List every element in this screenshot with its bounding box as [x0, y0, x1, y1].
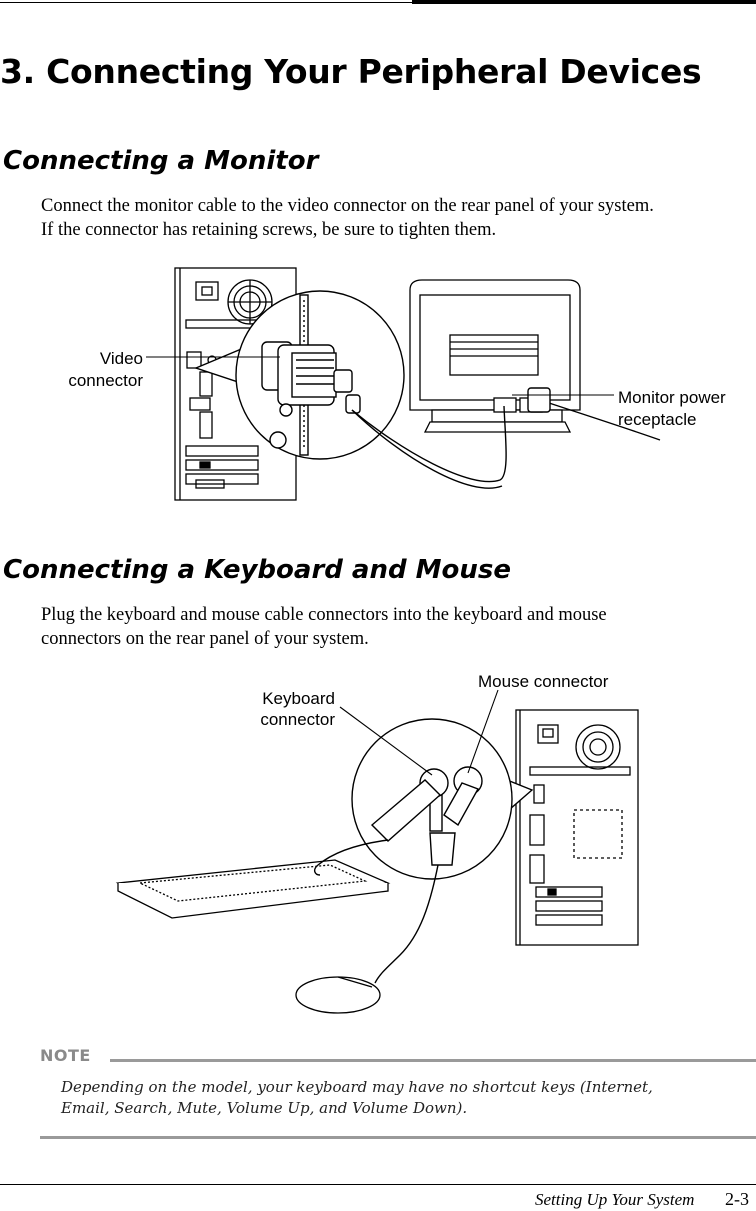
section-heading-keyboard-mouse: Connecting a Keyboard and Mouse — [3, 555, 512, 585]
footer-page-number: 2-3 — [725, 1189, 749, 1209]
note-text: Depending on the model, your keyboard ma… — [61, 1077, 653, 1119]
keyboard-illustration — [115, 859, 391, 919]
footer-rule — [0, 1184, 756, 1185]
ps2-magnified-callout — [351, 718, 534, 880]
keyboard-connector-label-line-2: connector — [260, 710, 335, 729]
label-leaders — [146, 356, 614, 396]
monitor-instructions: Connect the monitor cable to the video c… — [41, 194, 746, 242]
mouse-connector-label: Mouse connector — [478, 672, 609, 691]
keyboard-mouse-connection-figure: Mouse connector Keyboard connector — [115, 672, 639, 1014]
note-rule — [110, 1059, 756, 1062]
monitor-instructions-line-2: If the connector has retaining screws, b… — [41, 220, 497, 240]
label-leaders-2 — [339, 689, 499, 776]
system-unit-rear-illustration-2 — [515, 709, 639, 946]
top-rule-thin — [0, 2, 412, 3]
section-heading-monitor: Connecting a Monitor — [3, 146, 319, 176]
connector-magnified-callout — [194, 290, 405, 460]
monitor-instructions-line-1: Connect the monitor cable to the video c… — [41, 196, 654, 216]
keyboard-instructions: Plug the keyboard and mouse cable connec… — [41, 603, 746, 651]
monitor-cables — [351, 387, 661, 489]
note-text-line-1: Depending on the model, your keyboard ma… — [61, 1078, 653, 1096]
keyboard-mouse-cables — [313, 839, 439, 984]
top-rule-thick — [412, 0, 756, 4]
note-bottom-rule — [40, 1136, 756, 1139]
monitor-connection-figure: Video connector Monitor power receptacle — [68, 267, 726, 501]
video-connector-label-line-1: Video — [100, 349, 143, 368]
keyboard-instructions-line-1: Plug the keyboard and mouse cable connec… — [41, 605, 607, 625]
footer-section-title: Setting Up Your System — [535, 1190, 695, 1209]
note-label: NOTE — [40, 1046, 91, 1065]
keyboard-connector-label-line-1: Keyboard — [262, 689, 335, 708]
chapter-title: 3. Connecting Your Peripheral Devices — [0, 52, 702, 91]
mouse-illustration — [295, 976, 381, 1014]
video-connector-label-line-2: connector — [68, 371, 143, 390]
note-text-line-2: Email, Search, Mute, Volume Up, and Volu… — [61, 1099, 468, 1117]
power-receptacle-label-line-2: receptacle — [618, 410, 696, 429]
monitor-rear-illustration — [409, 279, 581, 433]
keyboard-instructions-line-2: connectors on the rear panel of your sys… — [41, 629, 369, 649]
power-receptacle-label-line-1: Monitor power — [618, 388, 726, 407]
